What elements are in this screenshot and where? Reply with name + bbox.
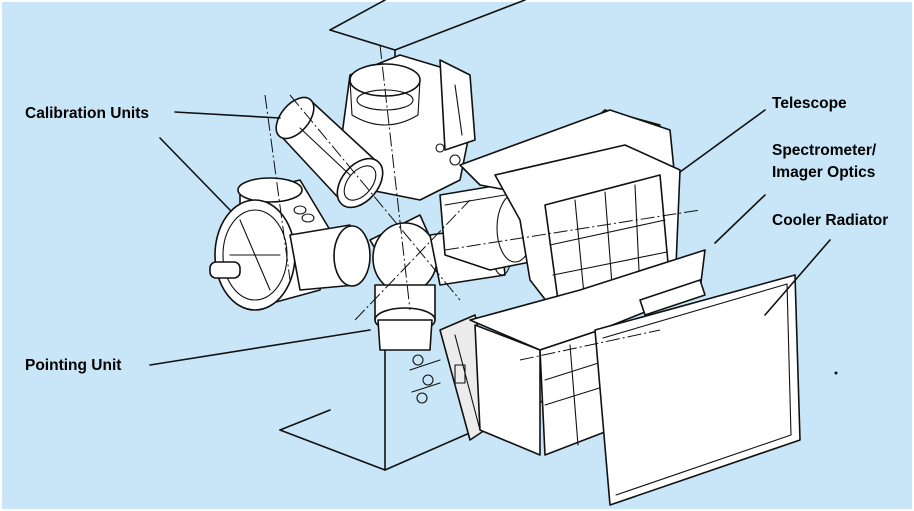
leader-calibration-upper: [174, 111, 281, 119]
leader-lines: [149, 109, 831, 366]
calibration-tube: [275, 96, 384, 209]
center-lines: [264, 44, 701, 361]
label-cooler-radiator: Cooler Radiator: [772, 212, 888, 229]
label-spectrometer-line1: Spectrometer/: [772, 142, 877, 159]
label-spectrometer-line2: Imager Optics: [772, 164, 875, 181]
leader-calibration-left: [159, 137, 231, 211]
leader-pointing-unit: [149, 329, 371, 366]
label-calibration-units: Calibration Units: [25, 105, 149, 122]
leader-spectrometer: [714, 194, 766, 244]
leader-cooler-radiator: [764, 239, 831, 316]
spacecraft-body: [279, 0, 661, 471]
label-pointing-unit: Pointing Unit: [25, 357, 121, 374]
central-hub: [289, 214, 513, 351]
label-telescope: Telescope: [772, 95, 847, 112]
cooler-radiator-panel: [594, 274, 801, 506]
spectrometer-box: [469, 249, 706, 456]
leader-telescope: [679, 109, 766, 173]
speck-dot: [834, 371, 838, 375]
